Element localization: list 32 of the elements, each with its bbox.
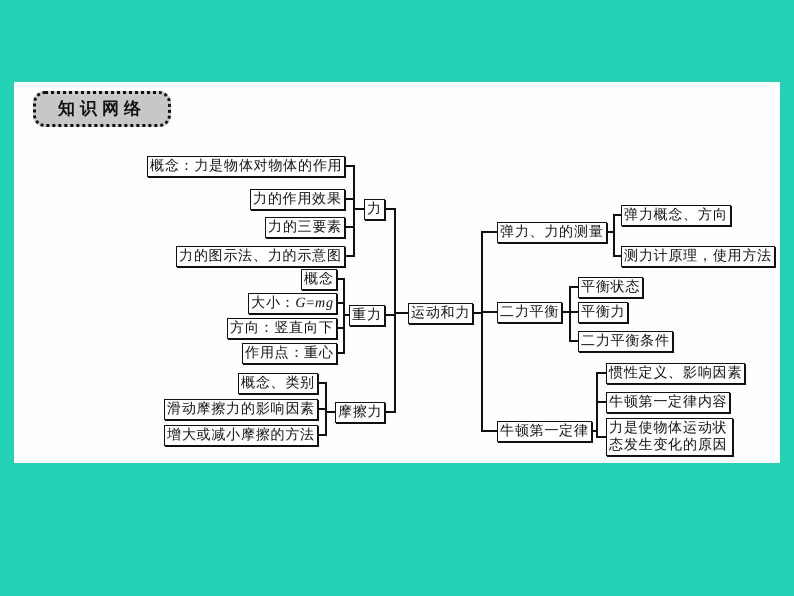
topic-box: 方向：竖直向下 xyxy=(227,318,337,338)
topic-box: 力的作用效果 xyxy=(250,188,345,210)
topic-box: 概念、类别 xyxy=(238,372,318,394)
connector-line xyxy=(337,314,349,354)
topic-box: 弹力概念、方向 xyxy=(621,204,731,226)
topic-box: 平衡力 xyxy=(578,302,628,322)
topic-box: 重力 xyxy=(349,304,385,326)
topic-box: 牛顿第一定律内容 xyxy=(606,392,730,412)
topic-box: 测力计原理，使用方法 xyxy=(621,246,775,266)
connector-line xyxy=(562,311,578,342)
heading-badge: 知识网络 xyxy=(33,91,171,127)
topic-box: 惯性定义、影响因素 xyxy=(606,362,746,384)
topic-box: 概念 xyxy=(301,268,337,290)
topic-box: 二力平衡条件 xyxy=(578,330,673,352)
topic-box: 滑动摩擦力的影响因素 xyxy=(164,398,318,420)
topic-box: 牛顿第一定律 xyxy=(497,420,592,442)
connector-line xyxy=(318,411,335,436)
topic-box: 力的三要素 xyxy=(265,216,345,238)
topic-box: 力是使物体运动状态发生变化的原因 xyxy=(606,418,733,456)
topic-box: 二力平衡 xyxy=(497,302,562,322)
topic-box: 力的图示法、力的示意图 xyxy=(176,246,345,266)
topic-box: 平衡状态 xyxy=(578,276,644,298)
topic-box: 大小：G=mg xyxy=(248,292,337,314)
topic-box: 力 xyxy=(364,198,385,220)
topic-box: 摩擦力 xyxy=(335,402,386,422)
connector-line xyxy=(592,430,606,438)
topic-box: 弹力、力的测量 xyxy=(497,222,607,242)
central-box: 运动和力 xyxy=(408,302,474,324)
topic-box: 概念：力是物体对物体的作用 xyxy=(147,156,346,176)
topic-box: 作用点：重心 xyxy=(242,342,337,364)
topic-box: 增大或减小摩擦的方法 xyxy=(164,424,318,446)
connector-line xyxy=(473,312,497,432)
